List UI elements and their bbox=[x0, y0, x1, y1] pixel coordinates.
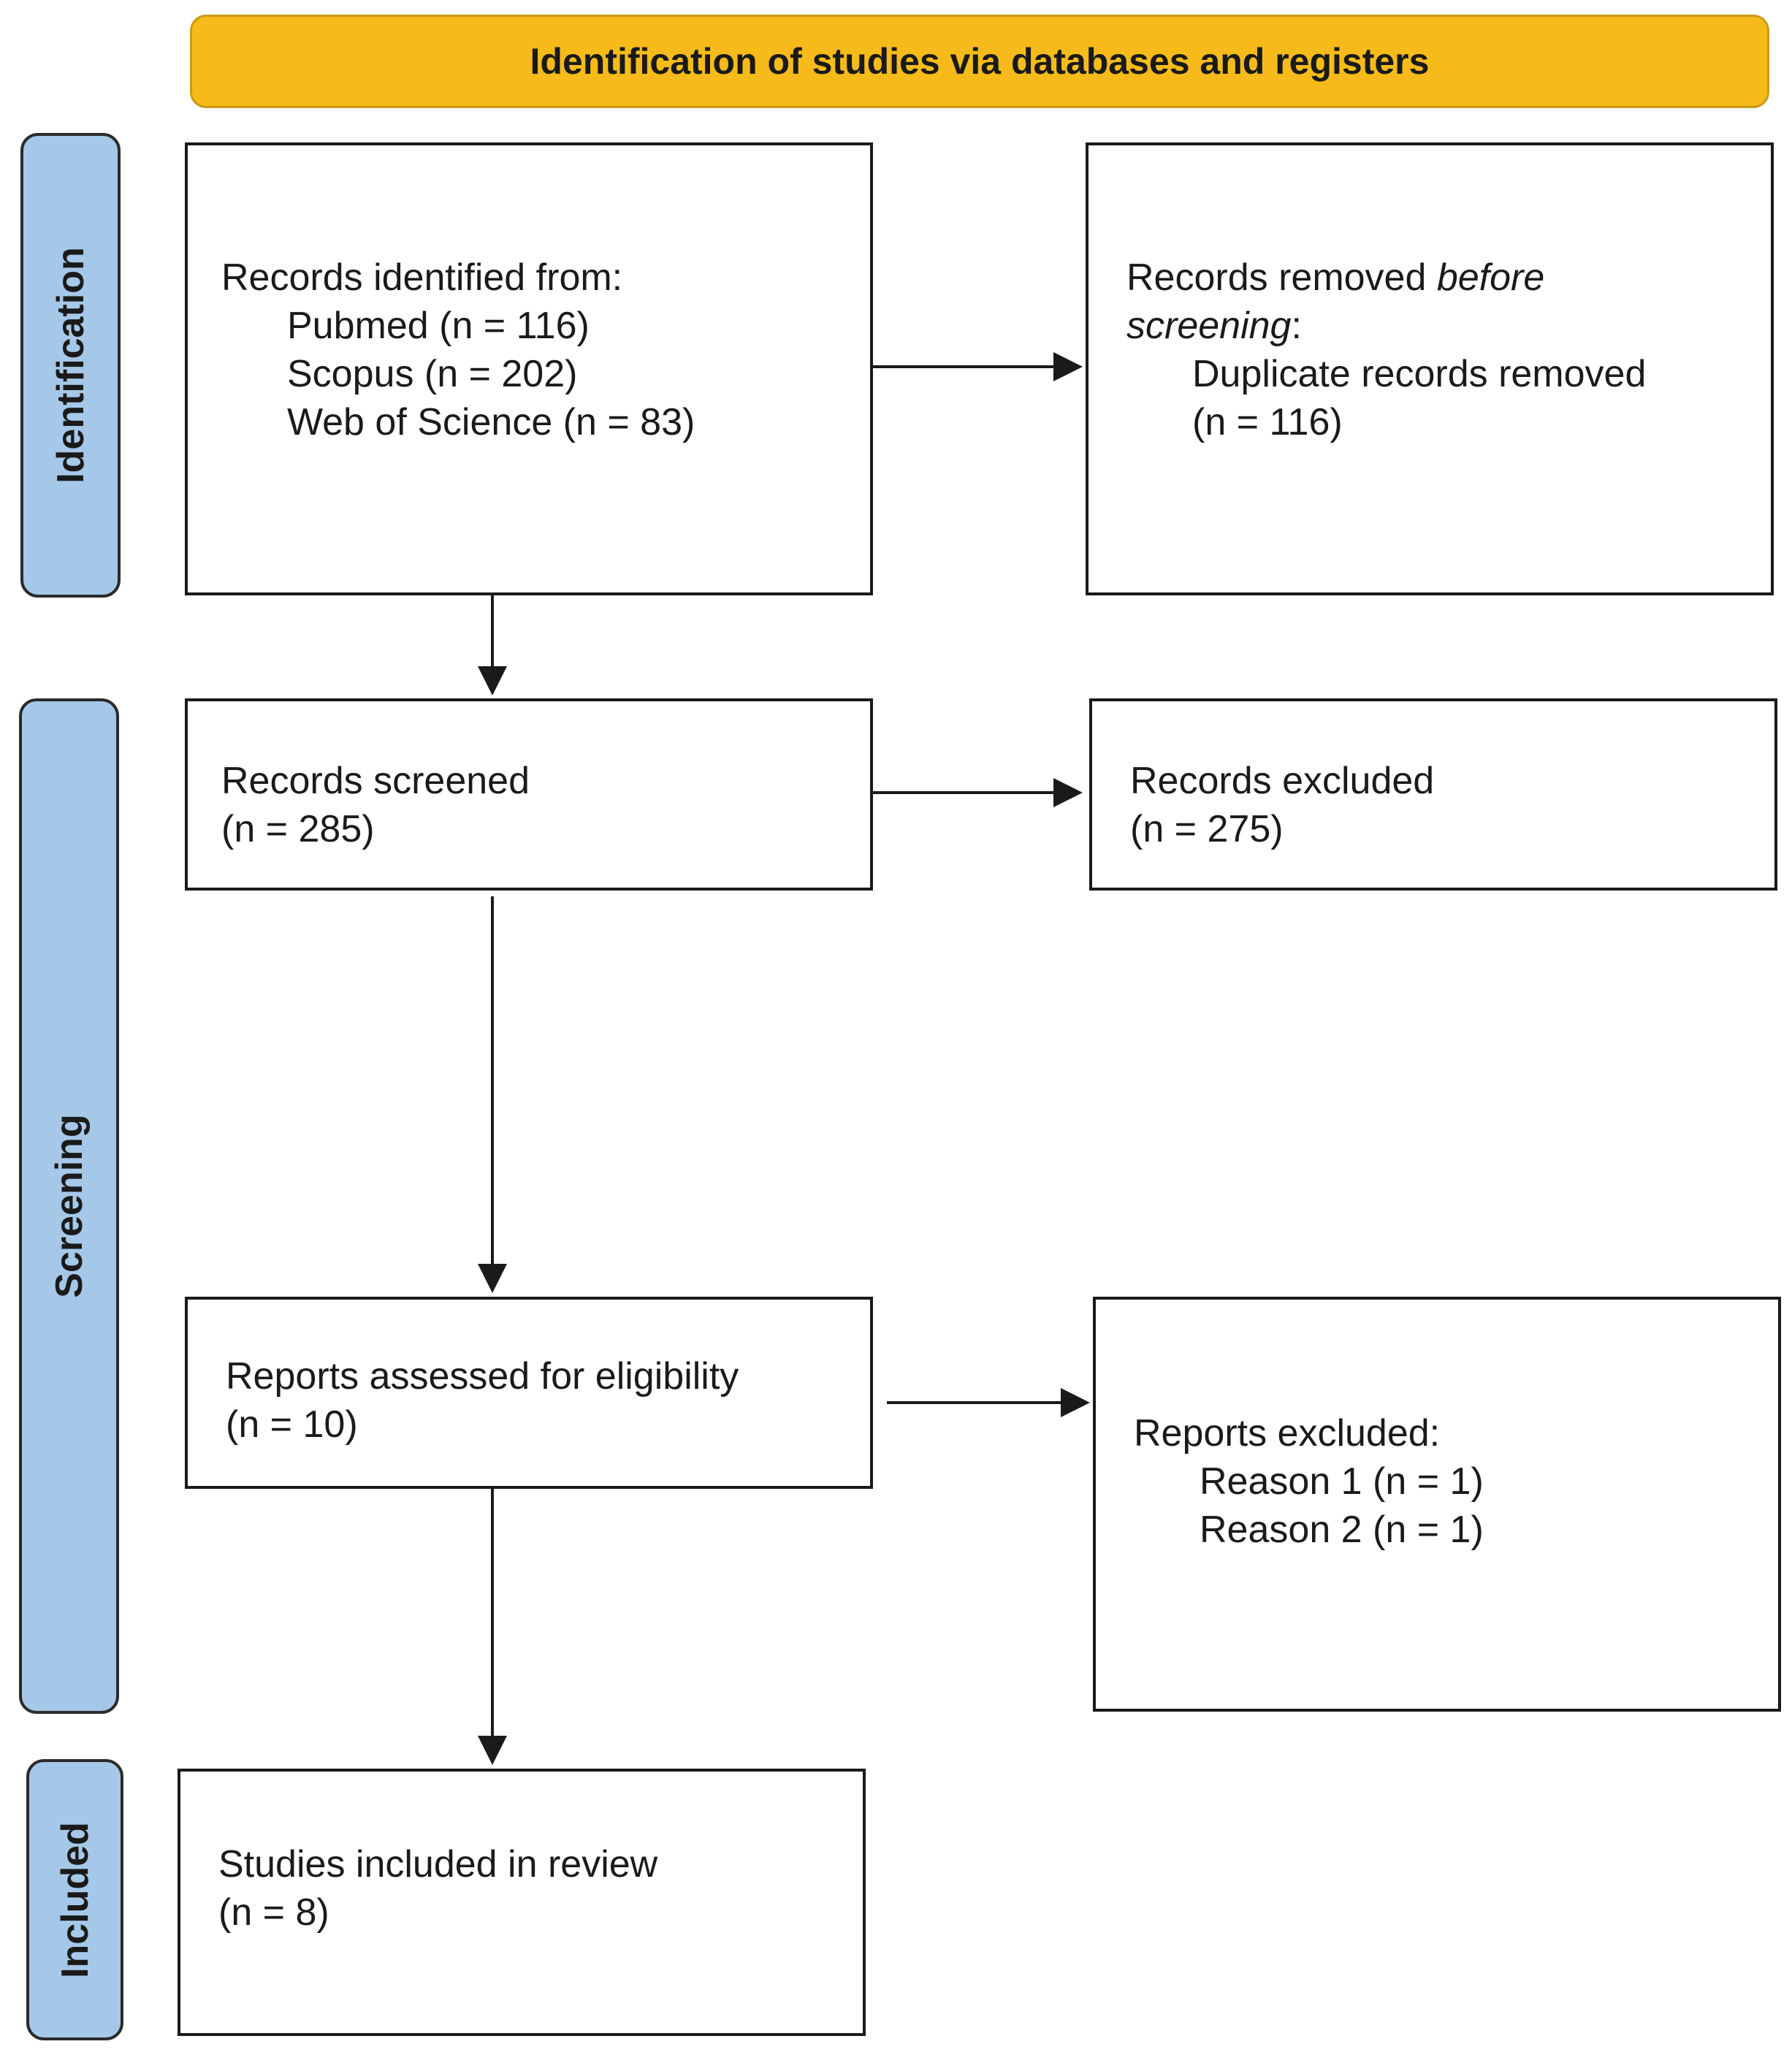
records-removed-heading: Records removed before bbox=[1126, 256, 1545, 299]
reports-excluded-heading: Reports excluded: bbox=[1134, 1412, 1441, 1454]
identification-banner: Identification of studies via databases … bbox=[190, 15, 1769, 108]
duplicate-records-count: (n = 116) bbox=[1192, 401, 1343, 443]
studies-included-count: (n = 8) bbox=[218, 1891, 329, 1934]
records-screened-box: Records screened (n = 285) bbox=[185, 698, 873, 891]
records-removed-heading-cont: screening: bbox=[1126, 305, 1302, 347]
records-screened-label: Records screened bbox=[221, 760, 530, 802]
records-excluded-label: Records excluded bbox=[1130, 760, 1435, 802]
reason-1: Reason 1 (n = 1) bbox=[1200, 1460, 1484, 1503]
source-pubmed: Pubmed (n = 116) bbox=[287, 305, 590, 347]
phase-identification: Identification bbox=[20, 133, 121, 598]
source-scopus: Scopus (n = 202) bbox=[287, 353, 578, 395]
studies-included-label: Studies included in review bbox=[218, 1843, 658, 1886]
reports-assessed-count: (n = 10) bbox=[226, 1403, 358, 1446]
banner-title: Identification of studies via databases … bbox=[530, 41, 1430, 82]
records-excluded-box: Records excluded (n = 275) bbox=[1089, 698, 1777, 891]
records-identified-heading: Records identified from: bbox=[221, 256, 623, 299]
reports-assessed-box: Reports assessed for eligibility (n = 10… bbox=[185, 1297, 873, 1489]
duplicate-records-label: Duplicate records removed bbox=[1192, 353, 1647, 395]
records-removed-box: Records removed before screening: Duplic… bbox=[1086, 142, 1774, 595]
records-identified-box: Records identified from: Pubmed (n = 116… bbox=[185, 142, 873, 595]
phase-included: Included bbox=[26, 1759, 123, 2040]
phase-screening: Screening bbox=[19, 698, 119, 1714]
studies-included-box: Studies included in review (n = 8) bbox=[178, 1769, 866, 2036]
records-screened-count: (n = 285) bbox=[221, 808, 375, 850]
source-web-of-science: Web of Science (n = 83) bbox=[287, 401, 695, 443]
reports-assessed-label: Reports assessed for eligibility bbox=[226, 1355, 739, 1398]
reports-excluded-box: Reports excluded: Reason 1 (n = 1) Reaso… bbox=[1093, 1297, 1781, 1712]
reason-2: Reason 2 (n = 1) bbox=[1200, 1509, 1484, 1551]
records-excluded-count: (n = 275) bbox=[1130, 808, 1284, 850]
